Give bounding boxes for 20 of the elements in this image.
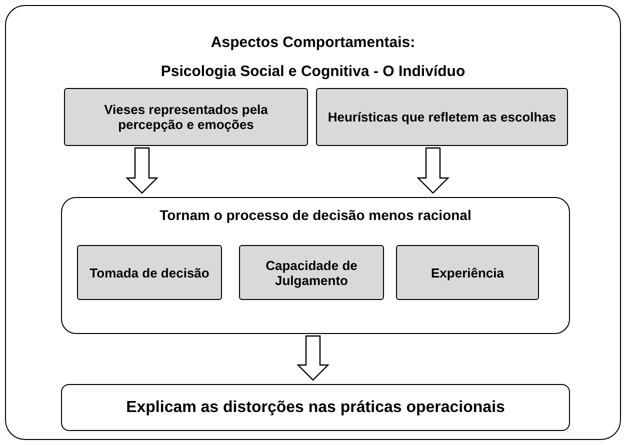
box-label: Heurísticas que refletem as escolhas [326, 110, 558, 124]
block-arrow [416, 147, 450, 194]
process-box [396, 245, 539, 300]
process-box [316, 88, 568, 146]
block-arrow [126, 147, 158, 194]
block-arrow [296, 335, 330, 381]
process-box [64, 88, 308, 146]
panel [5, 5, 621, 440]
group-box [61, 197, 570, 334]
heading: Aspectos Comportamentais: [210, 34, 416, 51]
box-label: Experiência [430, 265, 505, 280]
heading: Psicologia Social e Cognitiva - O Indivíduo [160, 63, 466, 80]
process-box [239, 245, 384, 300]
process-box [77, 245, 222, 300]
process-box [61, 384, 570, 431]
box-label: Capacidade de Julgamento [264, 258, 358, 288]
heading: Tornam o processo de decisão menos racional [158, 207, 472, 223]
box-label: Vieses representados pela percepção e emoções [103, 102, 269, 132]
box-label: Tomada de decisão [88, 265, 210, 280]
box-label: Explicam as distorções nas práticas operacionais [125, 398, 506, 416]
